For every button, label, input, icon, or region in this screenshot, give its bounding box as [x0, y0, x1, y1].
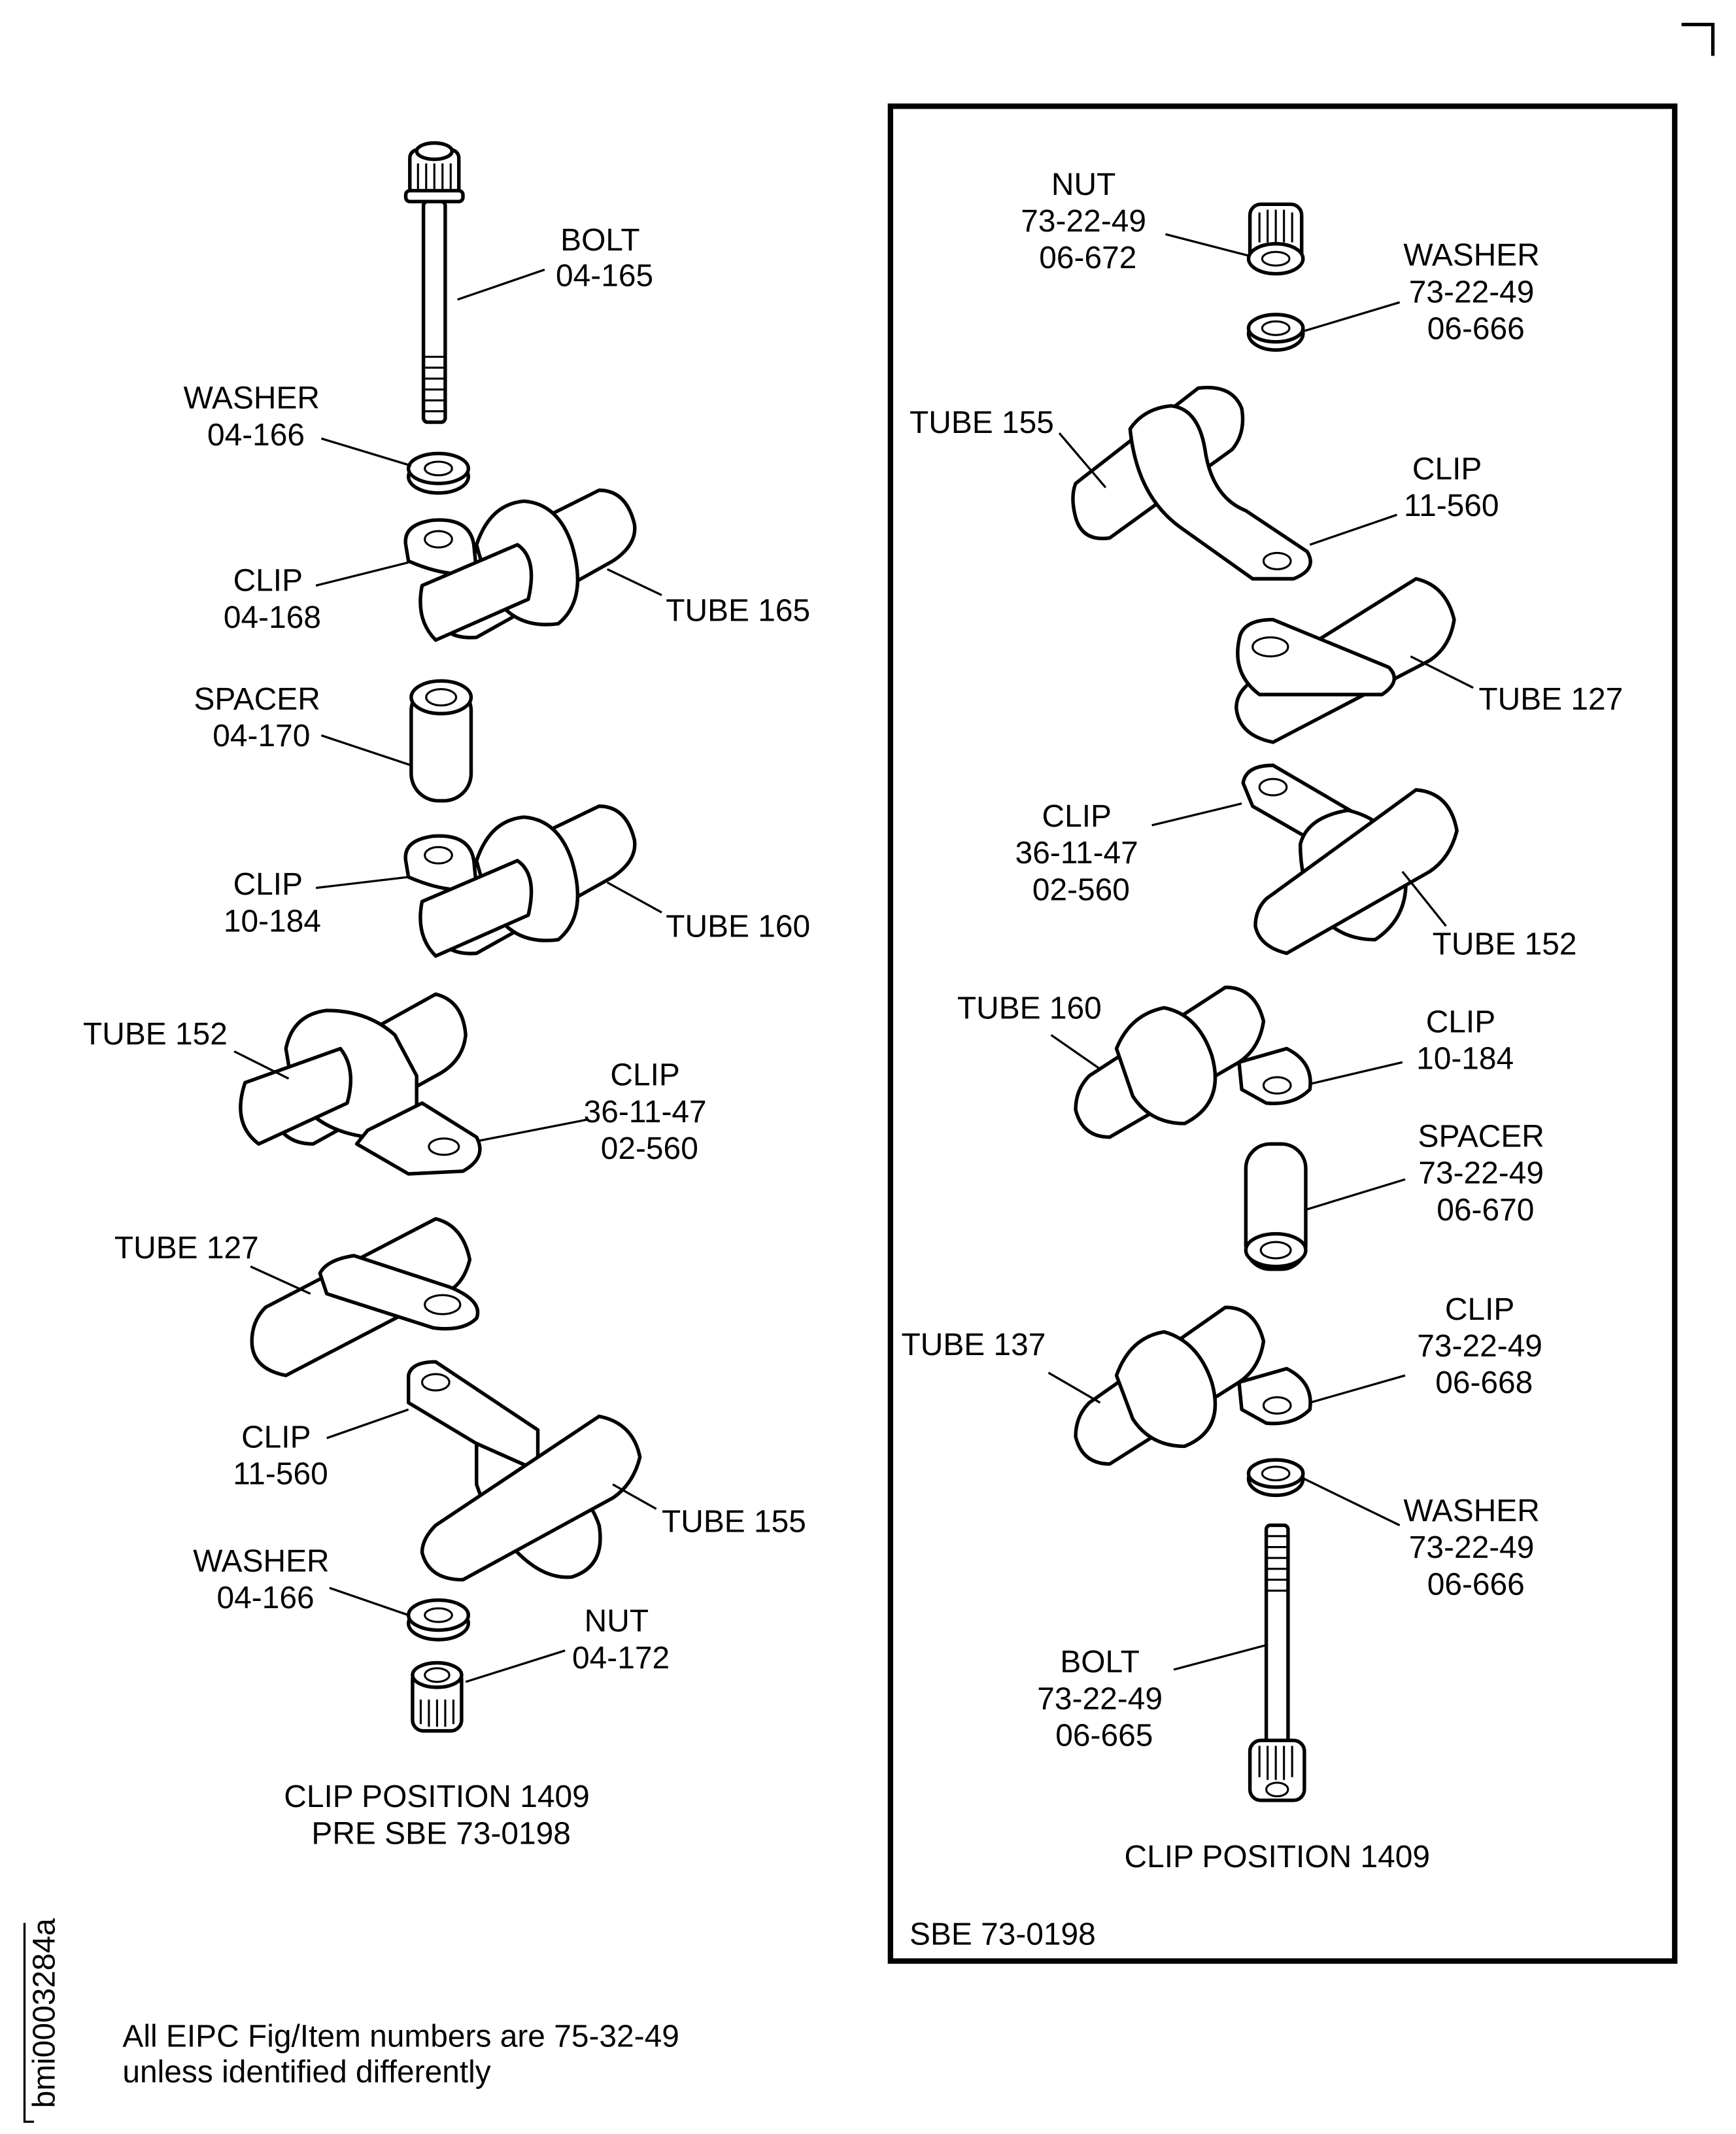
right-leader-lines [1047, 233, 1474, 1671]
clip-tube-160-icon [403, 804, 637, 958]
callout-tube: TUBE 127 [114, 1231, 259, 1265]
right-caption: CLIP POSITION 1409 [1125, 1840, 1430, 1874]
tube-127-icon [250, 1216, 480, 1377]
callout-nut: NUT 73-22-49 06-672 [1021, 167, 1155, 275]
callout-tube: TUBE 152 [1433, 927, 1577, 962]
clip-tube-165-icon [403, 488, 637, 642]
left-leader-lines [233, 268, 662, 1683]
clip-tube-152-icon [239, 992, 482, 1176]
callout-clip: CLIP 10-184 [1416, 1005, 1514, 1076]
spacer-icon [1244, 1142, 1308, 1271]
callout-clip: CLIP 04-168 [224, 564, 321, 635]
sbe-panel-label: SBE 73-0198 [910, 1918, 1096, 1952]
callout-tube: TUBE 155 [910, 405, 1054, 440]
callout-clip: CLIP 36-11-47 02-560 [1015, 799, 1147, 907]
callout-tube: TUBE 127 [1478, 682, 1623, 717]
callout-tube: TUBE 137 [902, 1328, 1046, 1362]
clip-tube-155-icon [406, 1360, 642, 1582]
callout-washer: WASHER 73-22-49 06-666 [1403, 238, 1548, 346]
clip-tube-137-icon [1074, 1305, 1312, 1466]
svg-text:bmi0003284a: bmi0003284a [27, 1918, 61, 2108]
callout-clip: CLIP 73-22-49 06-668 [1417, 1292, 1551, 1400]
left-assembly-drawing [239, 141, 642, 1733]
washer-icon [406, 451, 471, 495]
nut-icon [411, 1661, 464, 1733]
clip-tube-152-icon [1241, 763, 1459, 955]
callout-spacer: SPACER 04-170 [194, 682, 329, 753]
right-callouts: NUT 73-22-49 06-672 WASHER 73-22-49 06-6… [902, 167, 1624, 1952]
drawing-id: bmi0003284a [23, 1918, 61, 2123]
tube-127-icon [1234, 577, 1456, 744]
spacer-icon [409, 679, 473, 803]
left-callouts: BOLT 04-165 WASHER 04-166 CLIP 04-168 TU… [83, 223, 810, 1851]
sbe-panel-frame [887, 103, 1678, 1964]
clip-tube-160-icon [1074, 985, 1312, 1139]
callout-bolt: BOLT 73-22-49 06-665 [1037, 1645, 1171, 1753]
corner-crop-mark [1681, 22, 1715, 56]
callout-clip: CLIP 11-560 [1404, 452, 1499, 523]
washer-icon [1246, 1458, 1305, 1498]
right-assembly-drawing [1071, 202, 1459, 1802]
washer-icon [1246, 313, 1305, 352]
callout-washer: WASHER 04-166 [184, 381, 329, 453]
callout-tube: TUBE 160 [666, 910, 810, 944]
bolt-icon [1248, 1523, 1306, 1802]
callout-tube: TUBE 152 [83, 1017, 228, 1052]
left-caption: CLIP POSITION 1409 PRE SBE 73-0198 [284, 1780, 598, 1851]
callout-tube: TUBE 165 [666, 594, 810, 628]
bolt-icon [403, 141, 465, 424]
callout-washer: WASHER 04-166 [193, 1544, 338, 1615]
eipc-note: All EIPC Fig/Item numbers are 75-32-49 u… [122, 2020, 688, 2090]
callout-bolt: BOLT 04-165 [556, 223, 653, 293]
washer-icon [406, 1598, 471, 1642]
callout-nut: NUT 04-172 [572, 1604, 670, 1676]
nut-icon [1246, 202, 1305, 276]
callout-tube: TUBE 160 [957, 991, 1102, 1026]
clip-tube-155-icon [1071, 385, 1312, 581]
callout-clip: CLIP 36-11-47 02-560 [584, 1058, 715, 1166]
callout-clip: CLIP 11-560 [233, 1420, 328, 1492]
callout-clip: CLIP 10-184 [224, 867, 321, 938]
callout-tube: TUBE 155 [662, 1505, 806, 1540]
callout-spacer: SPACER 73-22-49 06-670 [1418, 1119, 1554, 1227]
callout-washer: WASHER 73-22-49 06-666 [1403, 1494, 1548, 1602]
